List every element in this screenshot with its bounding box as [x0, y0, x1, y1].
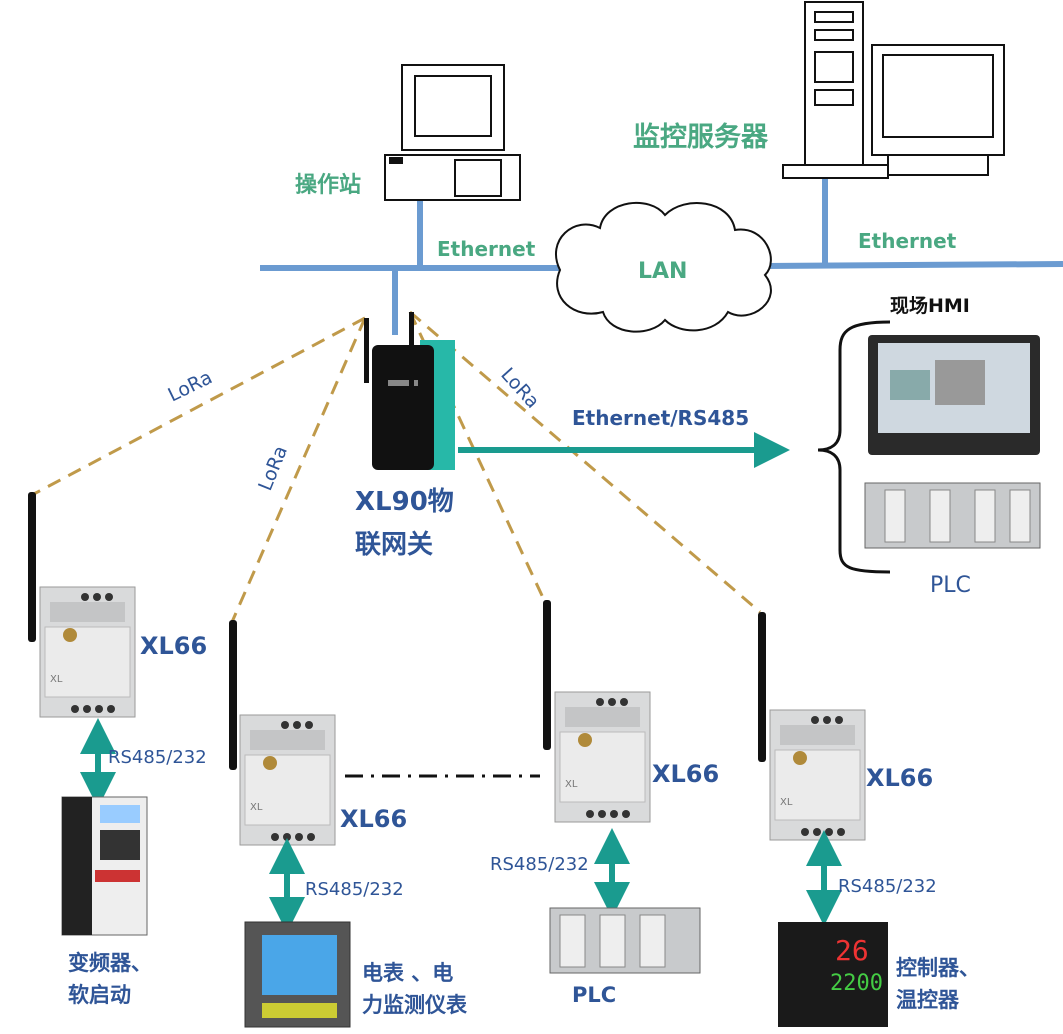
xl66-module-1 — [28, 492, 136, 718]
device-label-2b: 力监测仪表 — [362, 993, 468, 1017]
device-label-2a: 电表 、电 — [362, 961, 453, 985]
plc-rack-icon — [864, 482, 1041, 549]
bus-label-2: RS485/232 — [305, 879, 404, 900]
xl66-label-2: XL66 — [340, 805, 407, 833]
power-meter-icon — [244, 921, 351, 1028]
device-label-1b: 软启动 — [68, 983, 131, 1007]
lan-cloud — [554, 201, 772, 333]
ethernet-backbone — [260, 178, 1063, 335]
server-label: 监控服务器 — [633, 122, 769, 153]
lan-label: LAN — [638, 259, 687, 284]
xl66-label-4: XL66 — [866, 764, 933, 792]
xl66-label-3: XL66 — [652, 760, 719, 788]
workstation-icon — [384, 64, 521, 201]
gateway-label-2: 联网关 — [355, 530, 433, 560]
ethernet-rs485-label: Ethernet/RS485 — [572, 406, 749, 430]
server-icon — [782, 1, 1005, 179]
xl66-module-3 — [543, 600, 651, 823]
hmi-icon — [868, 335, 1040, 455]
device-label-1a: 变频器、 — [68, 951, 152, 975]
gateway-label-1: XL90物 — [355, 487, 454, 517]
plc-label-right: PLC — [930, 573, 971, 598]
xl66-module-2 — [229, 620, 336, 846]
svg-text:2200: 2200 — [830, 971, 883, 996]
xl66-module-4 — [758, 612, 866, 841]
ethernet-label-right: Ethernet — [858, 229, 957, 253]
bus-label-1: RS485/232 — [108, 747, 207, 768]
lora-label-2: LoRa — [254, 443, 292, 494]
workstation-label: 操作站 — [295, 173, 361, 198]
plc-icon — [549, 907, 701, 974]
gateway-device-icon — [364, 312, 455, 470]
lora-label-1: LoRa — [165, 366, 216, 406]
bus-label-4: RS485/232 — [838, 876, 937, 897]
bus-label-3: RS485/232 — [490, 854, 589, 875]
svg-text:26: 26 — [835, 934, 869, 967]
vfd-drive-icon — [61, 796, 148, 936]
hmi-label: 现场HMI — [890, 295, 970, 317]
device-label-4a: 控制器、 — [896, 956, 980, 980]
device-label-3a: PLC — [572, 983, 616, 1007]
xl66-label-1: XL66 — [140, 632, 207, 660]
rs485-arrows — [80, 718, 842, 933]
bracket — [817, 320, 891, 574]
device-label-4b: 温控器 — [896, 988, 960, 1012]
temperature-controller-icon: 26 2200 — [778, 922, 888, 1027]
ethernet-label-left: Ethernet — [437, 237, 536, 261]
